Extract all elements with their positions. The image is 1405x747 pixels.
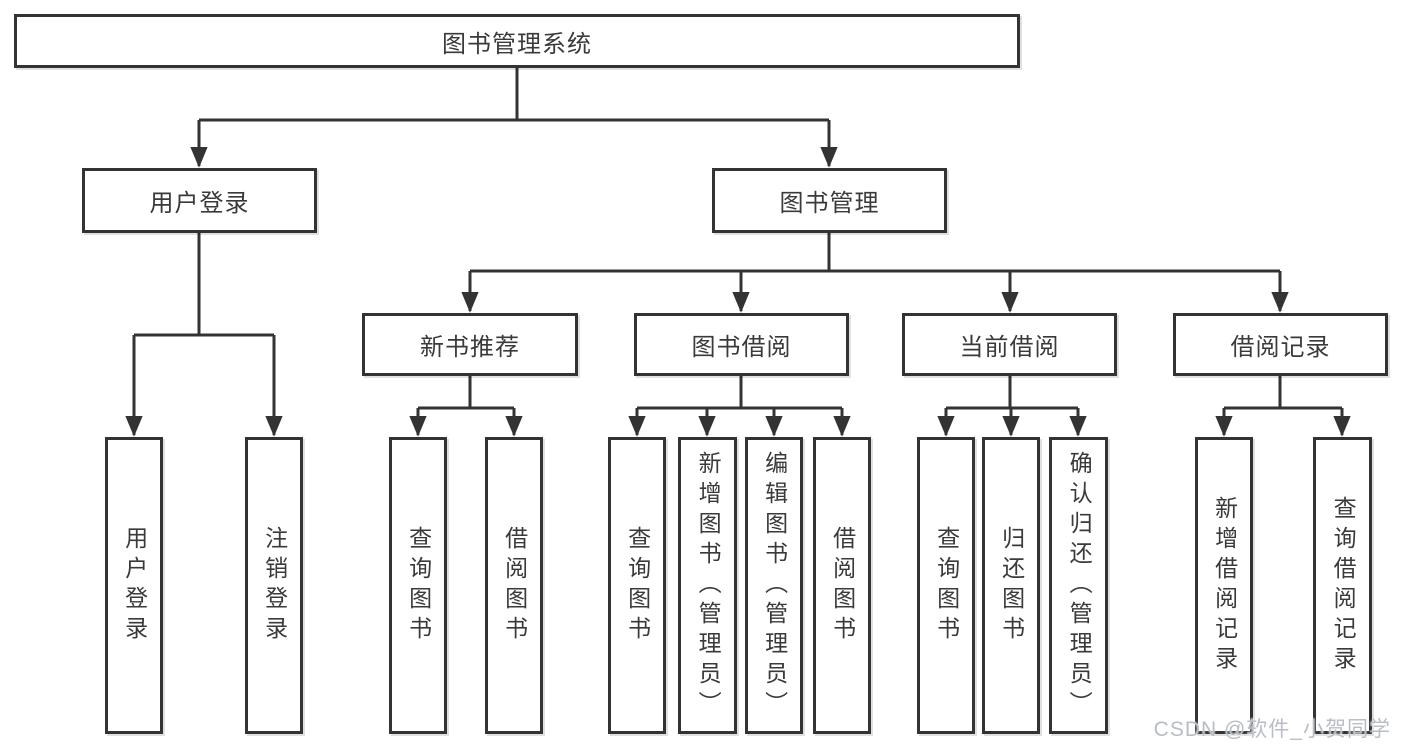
csdn-watermark: CSDN @软件_小贺同学 [1153, 718, 1391, 741]
node-br-query-borrow-record: 查询借阅记录 [1313, 437, 1372, 734]
node-label: 编辑图书（管理员） [761, 450, 788, 721]
node-label: 新增图书（管理员） [695, 450, 722, 721]
node-nb-borrow-books: 借阅图书 [485, 437, 543, 734]
node-label: 查询借阅记录 [1330, 495, 1357, 676]
node-bb-query-books: 查询图书 [608, 437, 666, 734]
node-book-borrowing: 图书借阅 [634, 313, 849, 376]
node-current-borrowing: 当前借阅 [902, 313, 1117, 376]
node-bb-add-book-admin: 新增图书（管理员） [678, 437, 737, 734]
node-label: 查询图书 [405, 525, 432, 646]
node-logout: 注销登录 [245, 437, 303, 734]
node-label: 图书管理 [779, 190, 880, 217]
node-label: 借阅记录 [1230, 334, 1331, 361]
node-borrowing-records: 借阅记录 [1173, 313, 1388, 376]
node-label: 用户登录 [121, 525, 148, 646]
node-label: 归还图书 [998, 525, 1025, 646]
node-bb-borrow-books: 借阅图书 [813, 437, 871, 734]
node-label: 图书管理系统 [442, 30, 592, 58]
node-label: 图书借阅 [691, 334, 792, 361]
node-cb-confirm-return-admin: 确认归还（管理员） [1049, 437, 1108, 734]
node-new-book-recommendation: 新书推荐 [362, 313, 578, 376]
node-user-login: 用户登录 [82, 168, 317, 233]
node-nb-query-books: 查询图书 [389, 437, 447, 734]
node-library-management-system: 图书管理系统 [14, 14, 1020, 68]
node-label: 借阅图书 [829, 525, 856, 646]
node-label: 当前借阅 [959, 334, 1060, 361]
node-cb-query-books: 查询图书 [917, 437, 975, 734]
node-label: 新书推荐 [420, 334, 520, 361]
node-br-add-borrow-record: 新增借阅记录 [1195, 437, 1253, 734]
node-label: 用户登录 [149, 190, 250, 217]
node-label: 查询图书 [624, 525, 651, 646]
node-cb-return-books: 归还图书 [982, 437, 1040, 734]
node-user-login-leaf: 用户登录 [105, 437, 163, 734]
node-label: 确认归还（管理员） [1066, 450, 1093, 721]
node-label: 新增借阅记录 [1211, 495, 1238, 676]
node-book-management: 图书管理 [712, 168, 947, 233]
node-label: 查询图书 [933, 525, 960, 646]
node-label: 借阅图书 [501, 525, 528, 646]
node-bb-edit-book-admin: 编辑图书（管理员） [745, 437, 803, 734]
node-label: 注销登录 [261, 525, 288, 646]
